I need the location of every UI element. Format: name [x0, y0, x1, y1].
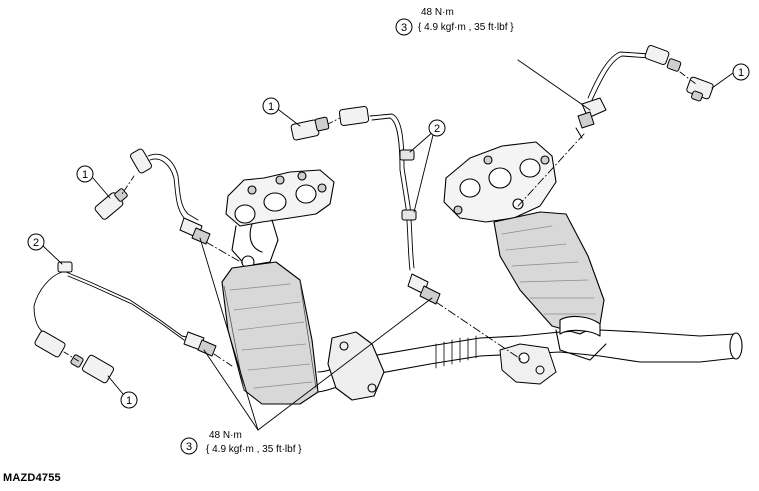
svg-text:1: 1: [268, 101, 274, 113]
svg-text:3: 3: [401, 22, 407, 34]
harness-clip-upper: [399, 149, 415, 161]
torque-spec-top: 48 N·m { 4.9 kgf·m , 35 ft·lbf }: [418, 7, 514, 33]
dash-line-connector-ll: [63, 351, 81, 363]
torque-top-line1: 48 N·m: [421, 7, 454, 18]
left-catalytic-converter: [221, 261, 319, 405]
leader-lines: [41, 59, 734, 431]
connector-left-upper-b: [94, 188, 128, 220]
svg-text:1: 1: [126, 395, 132, 407]
left-exhaust-manifold: [225, 169, 335, 269]
svg-text:1: 1: [738, 67, 744, 79]
callout-2-left: 2: [27, 233, 45, 251]
figure-id-label: MAZD4755: [3, 472, 61, 484]
callout-1-left-upper: 1: [76, 165, 94, 183]
harness-clip-lower: [401, 209, 417, 221]
svg-text:2: 2: [33, 237, 39, 249]
torque-bottom-line2: { 4.9 kgf·m , 35 ft·lbf }: [206, 444, 302, 455]
oxygen-sensor-middle: [407, 273, 441, 305]
callout-1-top-right: 1: [732, 63, 750, 81]
connector-upper-middle-a: [290, 116, 330, 141]
svg-text:2: 2: [434, 123, 440, 135]
sensor-install-lines: [205, 133, 585, 367]
right-catalytic-converter: [493, 211, 607, 361]
svg-text:1: 1: [82, 169, 88, 181]
callout-2-right: 2: [428, 119, 446, 137]
torque-spec-bottom: 48 N·m { 4.9 kgf·m , 35 ft·lbf }: [206, 430, 302, 455]
mid-pipe-sensor: [499, 343, 557, 385]
oxygen-sensor-left-lower: [183, 331, 217, 357]
connector-left-lower-a: [34, 330, 66, 358]
connector-left-upper-a: [130, 148, 152, 174]
callout-1-left-lower: 1: [120, 391, 138, 409]
dash-line-connector-tr: [679, 71, 697, 85]
sensor-harnesses: [33, 51, 651, 345]
svg-text:3: 3: [186, 441, 192, 453]
connector-upper-middle-b: [338, 106, 370, 126]
callout-3-bottom: 3: [180, 437, 198, 455]
torque-bottom-line1: 48 N·m: [209, 430, 242, 441]
callout-1-upper-middle: 1: [262, 97, 280, 115]
connector-top-right-a: [644, 45, 682, 72]
right-exhaust-manifold: [443, 141, 557, 223]
oxygen-sensor-left-upper: [179, 217, 211, 245]
dash-line-connector-um: [327, 117, 341, 125]
torque-top-line2: { 4.9 kgf·m , 35 ft·lbf }: [418, 22, 514, 33]
connector-left-lower-b: [70, 354, 115, 384]
oxygen-sensor-right-upper: [575, 97, 607, 139]
callout-3-top: 3: [395, 18, 413, 36]
harness-connector-top-left: [57, 261, 73, 273]
dash-line-connector-lu: [121, 175, 135, 195]
exhaust-front-pipe: [317, 329, 743, 401]
